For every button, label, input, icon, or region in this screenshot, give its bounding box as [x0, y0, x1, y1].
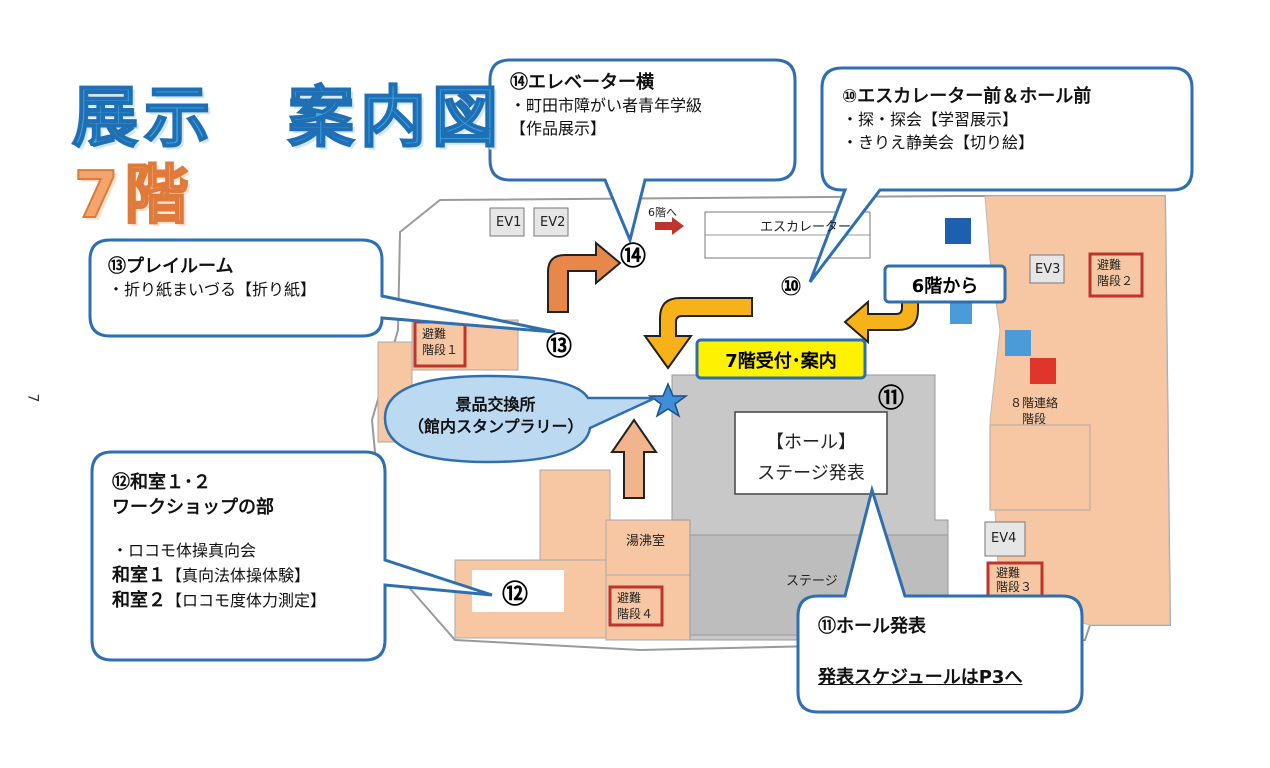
marker-13: ⑬ — [546, 332, 573, 362]
stairs1-frame — [413, 320, 467, 368]
callout10-line1: ・探・探会【学習展示】 — [842, 110, 1019, 130]
ev1-box — [489, 207, 525, 237]
prize-line2: （館内スタンプラリー） — [408, 417, 584, 437]
stairs4-l2: 階段４ — [617, 606, 654, 621]
callout-12: ⑫和室１･２ ワークショップの部 ・ロコモ体操真向会 和室１【真向法体操体験】 … — [112, 470, 326, 613]
hall-label: 【ホール】 ステージ発表 — [735, 428, 887, 489]
hall-label-box — [734, 411, 888, 495]
to6-label: 6階へ — [648, 206, 677, 219]
prize-line1: 景品交換所 — [455, 395, 536, 414]
ev3-box — [1029, 254, 1065, 284]
stairs1-l1: 避難 — [422, 327, 447, 341]
floor8-l2: 階段 — [1022, 411, 1047, 426]
stairs2-l2: 階段２ — [1097, 273, 1134, 288]
arrow-yellow-from6 — [843, 295, 919, 345]
floor8-stairs-label: ８階連絡階段 — [1010, 396, 1058, 427]
room-left-low — [539, 469, 611, 561]
floor8-l1: ８階連絡 — [1010, 396, 1059, 410]
star-icon — [647, 382, 689, 418]
stairs3-l1: 避難 — [996, 566, 1021, 580]
ev2-label: EV2 — [540, 215, 566, 230]
arrow-orange-up — [610, 418, 658, 499]
stairs2-frame — [1088, 252, 1144, 298]
toilet-female-icon — [1030, 358, 1056, 384]
stairs2-l1: 避難 — [1097, 258, 1122, 272]
marker-10: ⑩ — [780, 272, 803, 302]
callout14-line1: ・町田市障がい者青年学級 — [510, 96, 703, 116]
ev4-label: EV4 — [991, 531, 1017, 546]
callout14-line2: 【作品展示】 — [510, 118, 607, 138]
marker-12: ⑫ — [502, 580, 529, 610]
accessible-toilet-icon-2 — [950, 300, 972, 324]
callout-13: ⑬プレイルーム ・折り紙まいづる【折り紙】 — [108, 254, 316, 302]
stairs4-label: 避難階段４ — [617, 591, 653, 622]
from6-tag: 6階から — [911, 276, 979, 297]
from6-tag-box — [883, 264, 1007, 304]
stairs3-label: 避難階段３ — [996, 566, 1032, 595]
callout-14: ⑭エレベーター横 ・町田市障がい者青年学級 【作品展示】 — [510, 70, 702, 140]
toilet-male-icon — [945, 218, 971, 244]
stairs1-l2: 階段１ — [422, 342, 459, 357]
washitsu-label-box — [472, 570, 564, 612]
callout14-head: ⑭エレベーター横 — [510, 72, 654, 93]
to6-arrow — [655, 217, 684, 235]
arrow-orange-up-right — [547, 240, 622, 313]
prize-exchange: 景品交換所 （館内スタンプラリー） — [408, 394, 584, 439]
reception-tag: 7階受付･案内 — [725, 351, 837, 372]
callout13-shape — [88, 238, 556, 338]
hall-label-1: 【ホール】 — [766, 432, 856, 453]
room2-label: 和室２ — [112, 589, 166, 611]
accessible-toilet-icon — [1005, 330, 1031, 356]
reception-tag-box — [695, 338, 867, 380]
callout14-shape — [488, 58, 797, 245]
arrow-yellow-left-down — [643, 297, 753, 370]
ev4-box — [984, 521, 1026, 557]
callout10-line2: ・きりえ静美会【切り絵】 — [842, 132, 1035, 152]
ev1-label: EV1 — [496, 215, 522, 230]
callout12-head2: ワークショップの部 — [112, 497, 274, 519]
room2-text: 【ロコモ度体力測定】 — [166, 590, 327, 610]
callout10-shape — [808, 66, 1194, 283]
callout11-shape — [796, 484, 1084, 714]
room-right-mid — [989, 424, 1091, 511]
ev2-box — [533, 207, 569, 237]
stairs3-l2: 階段３ — [996, 580, 1033, 595]
page-title: 展示 案内図 — [71, 78, 504, 157]
room1-text: 【真向法体操体験】 — [166, 565, 311, 585]
side-page-number: 7 — [24, 393, 41, 403]
escalator-label: エスカレーター — [760, 220, 852, 235]
stairs1-label: 避難階段１ — [422, 327, 458, 358]
yuwakashi-label: 湯沸室 — [626, 534, 666, 549]
stairs4-frame — [608, 585, 664, 627]
prize-bubble-shape — [383, 374, 656, 464]
stairs2-label: 避難階段２ — [1097, 258, 1133, 289]
callout12-shape — [90, 450, 493, 662]
callout10-head: ⑩エスカレーター前＆ホール前 — [842, 86, 1092, 107]
stage-label: ステージ — [786, 574, 838, 589]
stairs3-frame — [986, 561, 1044, 601]
callout13-line1: ・折り紙まいづる【折り紙】 — [108, 280, 317, 300]
callout-10: ⑩エスカレーター前＆ホール前 ・探・探会【学習展示】 ・きりえ静美会【切り絵】 — [842, 84, 1091, 154]
callout12-line1: ・ロコモ体操真向会 — [112, 541, 257, 561]
callout12-head1: ⑫和室１･２ — [112, 472, 211, 493]
schedule-link[interactable]: 発表スケジュールはP3へ — [818, 667, 1023, 689]
room-yuwakashi — [605, 519, 692, 576]
marker-11: ⑪ — [878, 384, 905, 414]
ev3-label: EV3 — [1035, 262, 1061, 277]
marker-14: ⑭ — [620, 242, 647, 272]
callout-11: ⑪ホール発表 発表スケジュールはP3へ — [818, 614, 1022, 690]
floor-title: 7階 — [73, 158, 195, 234]
stairs4-l1: 避難 — [617, 591, 642, 605]
hall-label-2: ステージ発表 — [757, 462, 865, 484]
callout13-head: ⑬プレイルーム — [108, 256, 234, 277]
callout11-head: ⑪ホール発表 — [818, 616, 926, 637]
room1-label: 和室１ — [112, 564, 166, 586]
